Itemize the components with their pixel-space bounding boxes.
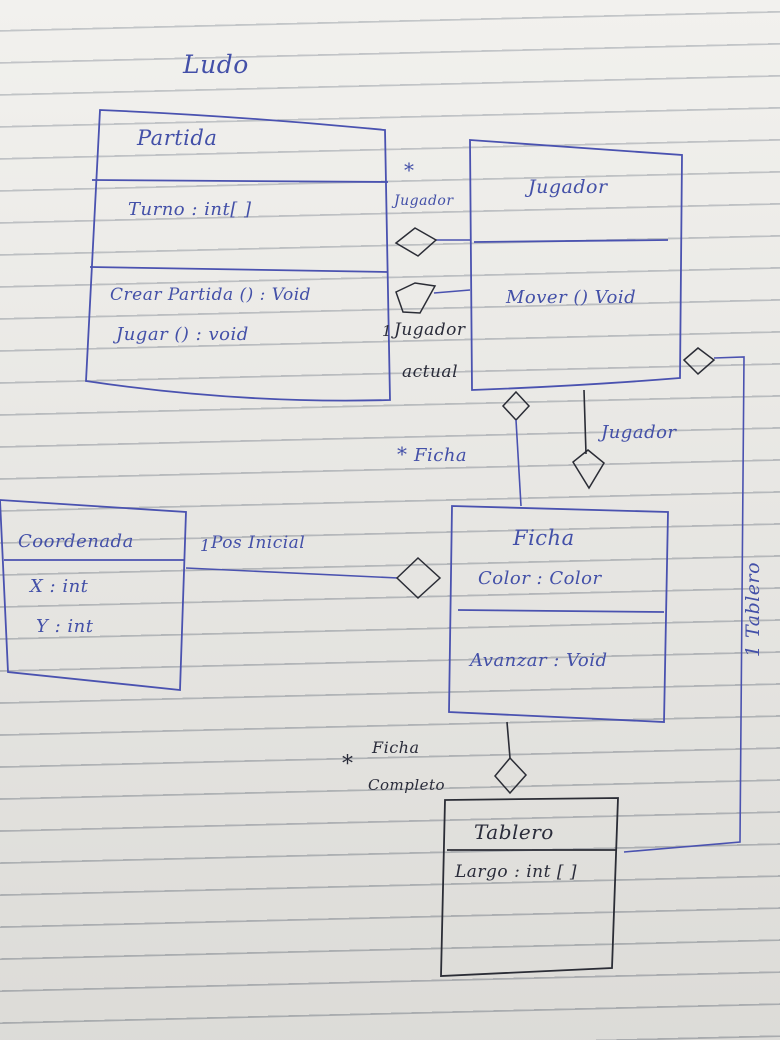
ficha-tablero-role: Ficha	[372, 738, 420, 757]
tablero-attribute-largo: Largo : int [ ]	[455, 862, 577, 882]
partida-divider-2	[89, 266, 389, 273]
partida-jugador-top-diamond	[394, 227, 438, 257]
jugador-self-diamond	[572, 449, 605, 490]
diagram-title: Ludo	[183, 50, 249, 79]
ficha-class-name: Ficha	[513, 526, 575, 550]
jugador-self-role: Jugador	[601, 422, 677, 443]
partida-box	[85, 109, 391, 402]
partida-divider-1	[91, 179, 389, 183]
tablero-class-name: Tablero	[474, 820, 554, 844]
tablero-box	[440, 797, 619, 977]
jugador-ficha-role: Ficha	[414, 445, 468, 466]
ficha-tablero-role-2: Completo	[368, 776, 446, 794]
ficha-box	[448, 505, 669, 723]
partida-jugador-bottom-multiplicity: 1	[382, 322, 393, 340]
partida-attribute-turno: Turno : int[ ]	[128, 199, 252, 220]
coordenada-attribute-y: Y : int	[36, 616, 94, 637]
partida-method-crear-partida: Crear Partida () : Void	[110, 285, 312, 305]
coordenada-ficha-role: Pos Inicial	[211, 533, 306, 553]
jugador-method-mover: Mover () Void	[506, 287, 637, 308]
ficha-attribute-color: Color : Color	[478, 568, 602, 589]
jugador-self-line	[583, 389, 587, 455]
partida-jugador-bottom-line	[433, 289, 471, 294]
jugador-box	[469, 139, 683, 391]
ficha-divider	[457, 609, 665, 613]
ficha-tablero-line	[506, 721, 511, 759]
coordenada-ficha-multiplicity: 1	[200, 536, 211, 555]
jugador-divider	[473, 239, 669, 243]
coordenada-ficha-diamond	[395, 556, 442, 600]
tablero-jugador-diamond	[682, 347, 716, 376]
partida-jugador-top-multiplicity: *	[404, 158, 415, 182]
partida-jugador-bottom-role: Jugador	[394, 320, 466, 340]
ficha-tablero-multiplicity: *	[342, 752, 354, 777]
partida-jugador-top-role: Jugador	[394, 193, 454, 209]
partida-jugador-bottom-role-2: actual	[402, 362, 459, 382]
coordenada-box	[0, 499, 187, 691]
partida-class-name: Partida	[137, 126, 218, 150]
coordenada-attribute-x: X : int	[30, 576, 89, 597]
tablero-jugador-line	[623, 356, 745, 853]
jugador-class-name: Jugador	[528, 176, 608, 198]
jugador-ficha-diamond	[501, 390, 531, 422]
coordenada-ficha-line	[185, 567, 399, 579]
partida-jugador-bottom-diamond	[395, 282, 437, 314]
ficha-method-avanzar: Avanzar : Void	[470, 650, 608, 671]
tablero-jugador-role: 1 Tablero	[742, 561, 765, 658]
jugador-ficha-line	[515, 419, 522, 507]
jugador-ficha-multiplicity: *	[397, 442, 408, 466]
partida-method-jugar: Jugar () : void	[116, 324, 249, 345]
coordenada-class-name: Coordenada	[18, 531, 134, 552]
ficha-tablero-diamond	[494, 756, 528, 795]
